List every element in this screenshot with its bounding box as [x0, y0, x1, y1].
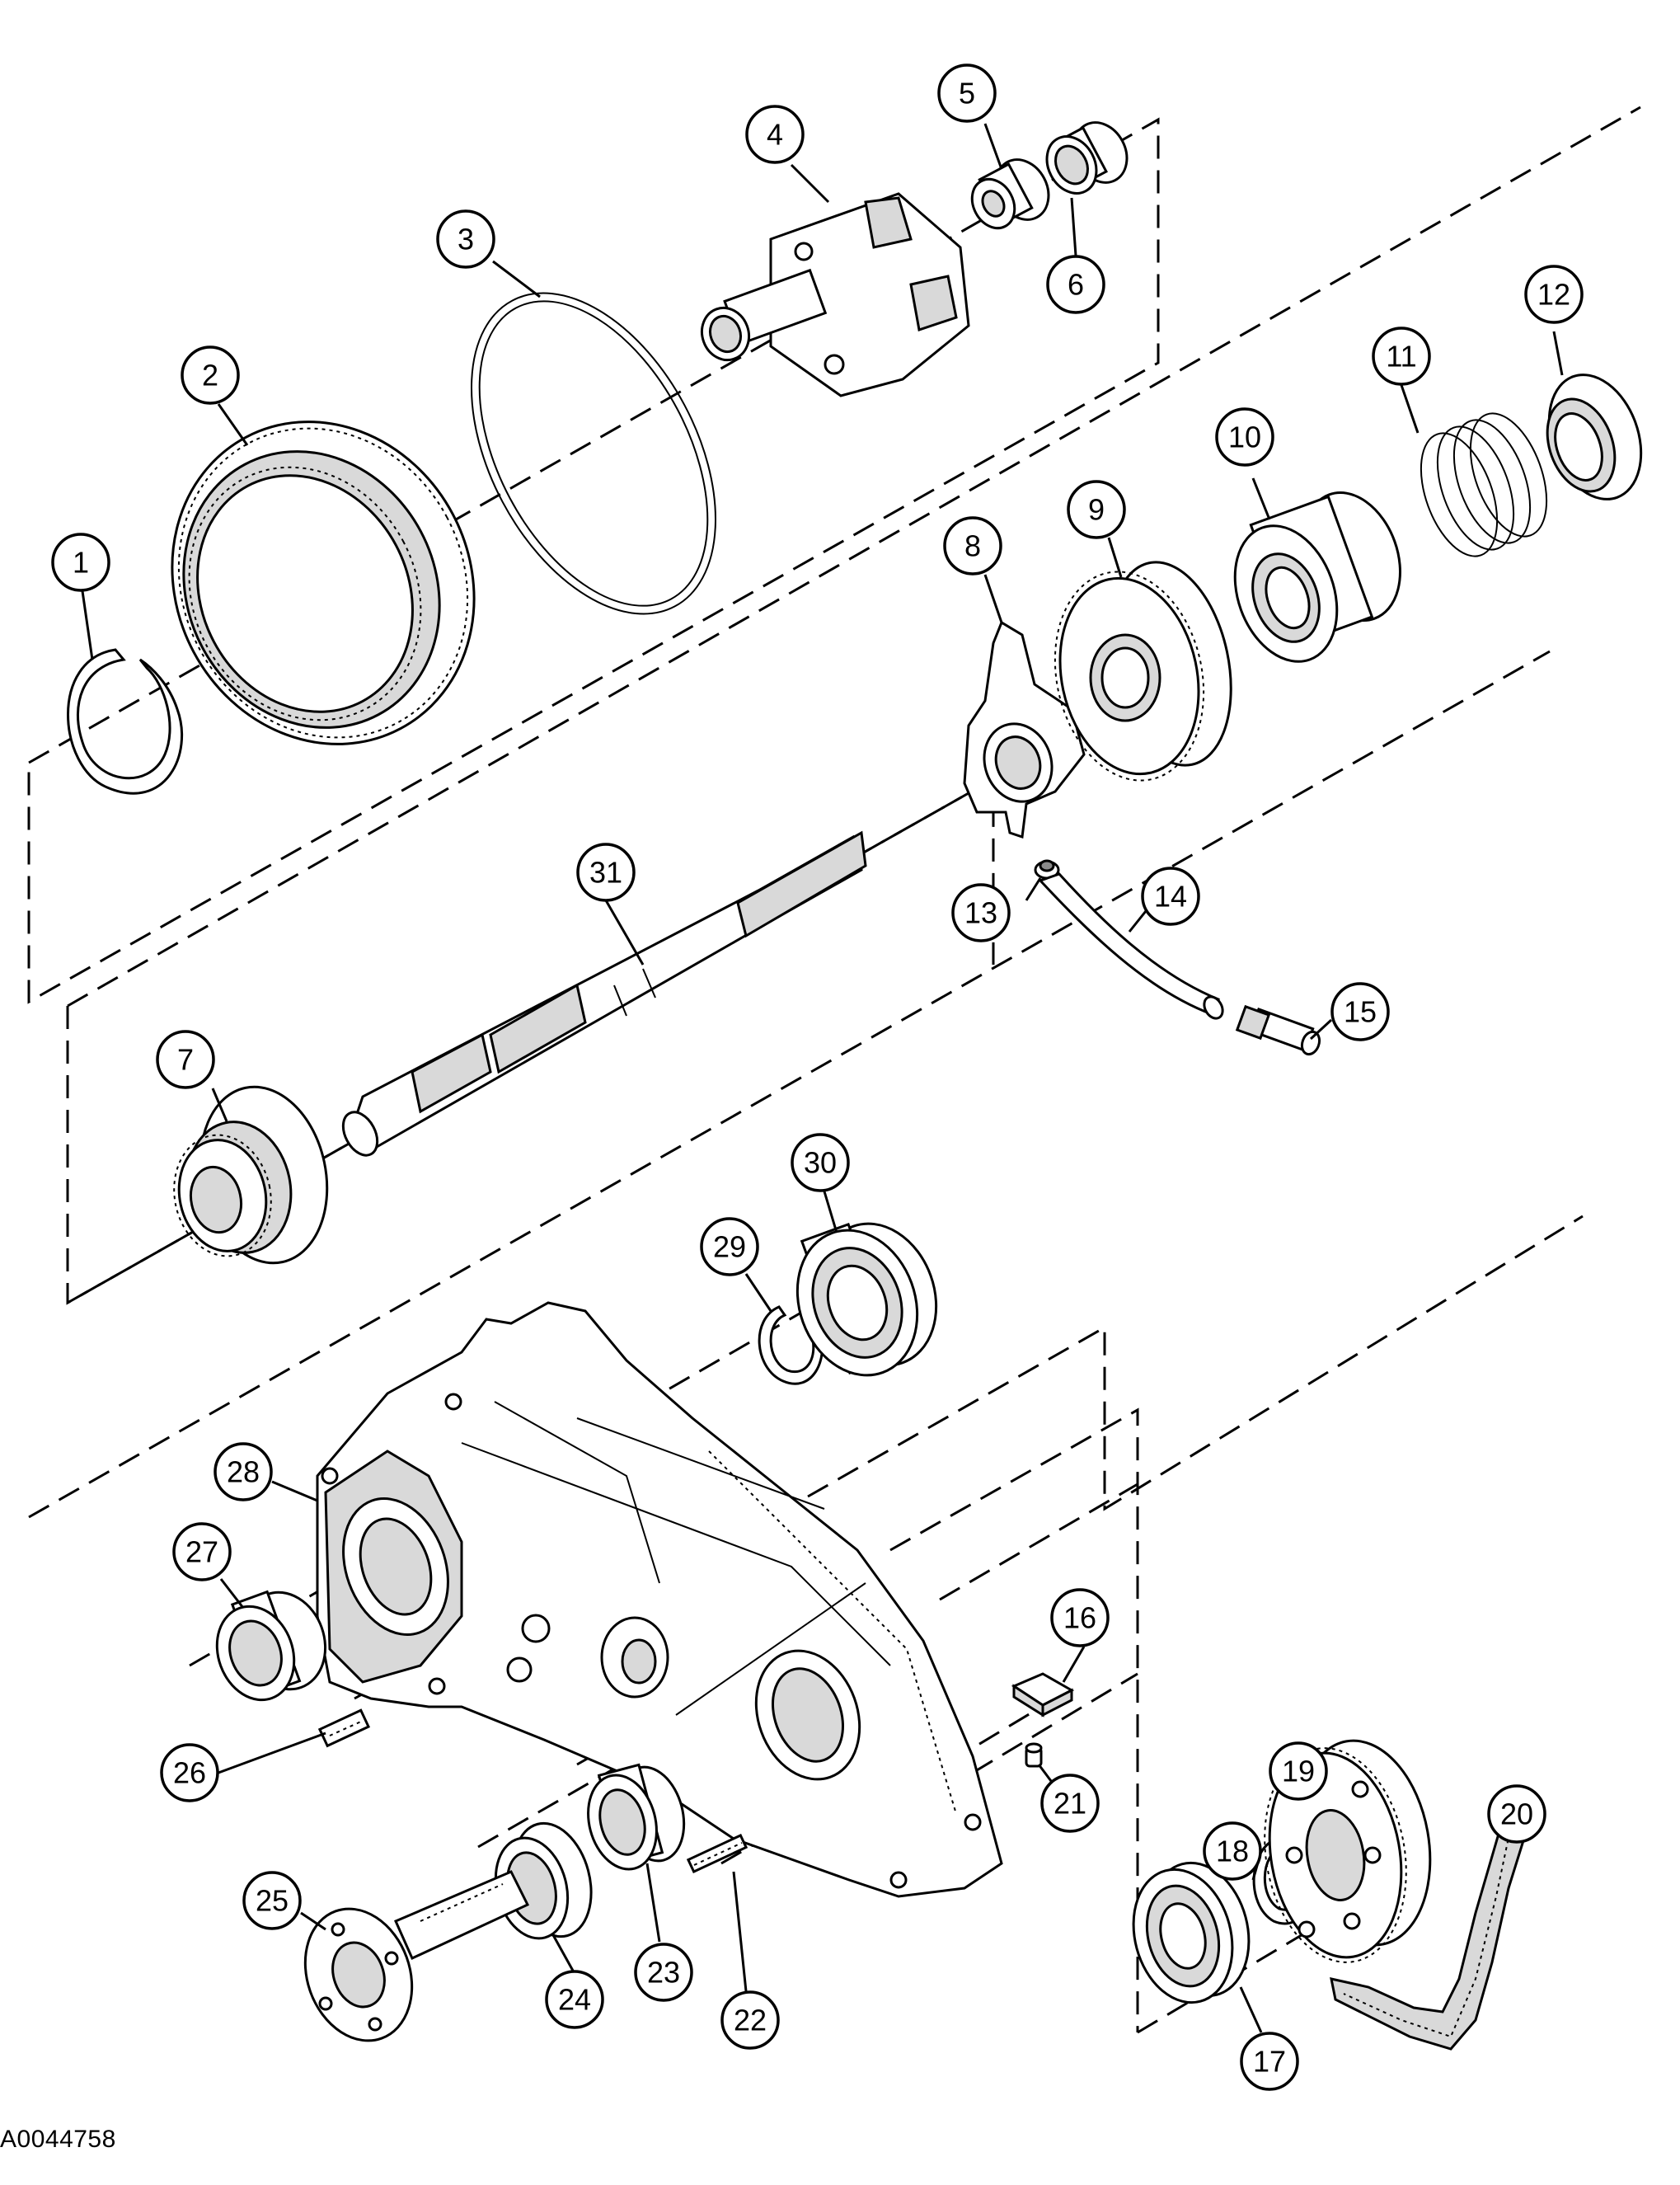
callout-label: 29: [713, 1230, 746, 1264]
callout-11: 11: [1372, 327, 1431, 386]
part-22-stud: [686, 1833, 748, 1874]
callout-18: 18: [1203, 1821, 1262, 1881]
callout-14: 14: [1141, 867, 1200, 926]
callout-label: 7: [177, 1043, 194, 1077]
part-4-planetary-carrier: [701, 192, 970, 397]
callout-balloons: 1 2 3 4 5 6 7 8 9 10 11 12 13 14 15 16 1…: [51, 63, 1584, 2091]
callout-label: 9: [1088, 493, 1105, 527]
callout-label: 27: [185, 1535, 218, 1569]
callout-15: 15: [1330, 982, 1390, 1041]
callout-19: 19: [1269, 1741, 1328, 1801]
callout-label: 8: [964, 529, 981, 563]
callout-label: 15: [1344, 995, 1377, 1029]
callout-13: 13: [951, 883, 1011, 942]
callout-label: 16: [1063, 1601, 1096, 1635]
transfer-case-housing: [316, 1301, 1003, 1898]
part-5-bushing: [970, 158, 1050, 230]
callout-25: 25: [242, 1871, 302, 1930]
callout-label: 10: [1228, 421, 1261, 454]
callout-label: 3: [458, 223, 474, 256]
callout-label: 24: [558, 1983, 591, 2017]
callout-16: 16: [1050, 1588, 1110, 1647]
part-20-drive-chain: [1330, 1812, 1531, 2051]
part-1-snap-ring: [67, 648, 184, 795]
callout-label: 2: [202, 359, 218, 392]
callout-17: 17: [1240, 2032, 1299, 2091]
part-8-oil-pump: [963, 620, 1086, 839]
callout-3: 3: [436, 209, 495, 269]
part-30-bearing: [795, 1222, 938, 1377]
part-16-block: [1011, 1672, 1075, 1717]
part-6-sleeve: [1045, 121, 1129, 195]
callout-10: 10: [1215, 407, 1274, 467]
callout-9: 9: [1067, 480, 1126, 539]
part-27-seal: [215, 1590, 327, 1702]
part-11-spring: [1420, 412, 1548, 557]
callout-label: 23: [647, 1956, 680, 1990]
part-31-main-shaft: [341, 830, 867, 1157]
part-19-sprocket: [1264, 1739, 1432, 1963]
callout-22: 22: [720, 1990, 780, 2050]
callout-label: 22: [734, 2004, 767, 2037]
part-23-seal: [587, 1763, 686, 1871]
callout-30: 30: [791, 1133, 850, 1192]
callout-label: 18: [1216, 1835, 1249, 1868]
callout-6: 6: [1046, 255, 1105, 314]
part-25-companion-flange: [303, 1870, 530, 2042]
callout-26: 26: [160, 1743, 219, 1802]
callout-label: 14: [1154, 880, 1187, 914]
callout-23: 23: [634, 1943, 693, 2002]
callout-label: 25: [256, 1884, 289, 1918]
callout-label: 21: [1054, 1787, 1086, 1821]
part-24-dust-shield: [494, 1821, 593, 1940]
callout-1: 1: [51, 533, 110, 592]
callout-7: 7: [156, 1030, 215, 1089]
part-26-vent-fitting: [317, 1708, 371, 1748]
callout-24: 24: [545, 1970, 604, 2029]
callout-2: 2: [181, 345, 240, 405]
callout-8: 8: [943, 516, 1002, 576]
callout-label: 20: [1500, 1797, 1533, 1831]
callout-label: 31: [589, 856, 622, 890]
callout-29: 29: [700, 1217, 759, 1276]
part-7-thrust-gear: [173, 1085, 329, 1265]
callout-label: 13: [964, 896, 997, 930]
part-15-sensor: [1235, 1004, 1321, 1056]
callout-12: 12: [1524, 265, 1584, 324]
part-9-drive-gear: [1054, 561, 1232, 782]
callout-label: 4: [767, 118, 783, 152]
part-3-retaining-ring: [471, 282, 716, 615]
callout-5: 5: [937, 63, 997, 123]
callout-label: 30: [804, 1146, 837, 1180]
callout-21: 21: [1040, 1774, 1100, 1833]
callout-4: 4: [745, 105, 805, 164]
callout-label: 19: [1282, 1755, 1315, 1788]
callout-label: 6: [1068, 268, 1084, 302]
callout-label: 1: [73, 546, 89, 580]
callout-label: 12: [1537, 278, 1570, 312]
callout-label: 5: [959, 77, 975, 110]
part-17-bearing: [1132, 1861, 1251, 2004]
leader-lines: [81, 123, 1564, 2033]
figure-id-label: A0044758: [0, 2126, 116, 2153]
part-12-hub: [1546, 374, 1643, 500]
callout-label: 17: [1253, 2045, 1286, 2079]
callout-27: 27: [172, 1522, 232, 1581]
part-2-ring-gear: [171, 421, 476, 745]
part-14-hose: [1038, 872, 1224, 1020]
callout-31: 31: [576, 843, 636, 902]
callout-28: 28: [214, 1442, 273, 1501]
callout-20: 20: [1487, 1784, 1546, 1844]
callout-label: 11: [1386, 340, 1416, 374]
callout-label: 26: [173, 1756, 206, 1790]
callout-label: 28: [227, 1455, 260, 1489]
part-10-shift-collar: [1233, 491, 1401, 663]
part-21-dowel-pin: [1025, 1742, 1043, 1768]
